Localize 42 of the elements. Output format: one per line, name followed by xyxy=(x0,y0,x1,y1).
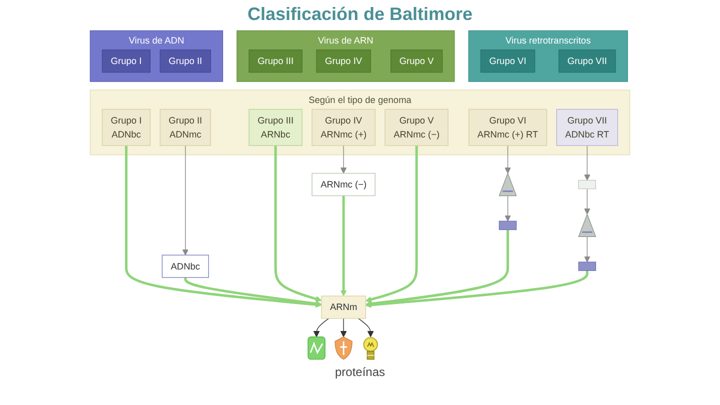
arrow xyxy=(313,318,330,338)
node-box: Grupo III xyxy=(248,50,302,73)
node-box: Grupo VI ARNmc (+) RT xyxy=(468,108,548,146)
node-bar xyxy=(578,262,596,271)
node-picture xyxy=(498,172,517,196)
node-picture xyxy=(334,336,352,360)
node-box: Grupo V ARNmc (−) xyxy=(384,108,448,146)
caption-text: proteínas xyxy=(334,365,386,379)
arrow xyxy=(584,188,590,214)
node-box: Grupo IV xyxy=(316,50,371,73)
arrow xyxy=(358,318,374,338)
node-box: Grupo IV ARNmc (+) xyxy=(312,108,376,146)
arrow xyxy=(124,146,322,308)
node-box: Grupo I ADNbc xyxy=(102,108,151,146)
arrow xyxy=(365,230,510,307)
node-box: ARNmc (−) xyxy=(312,172,376,196)
arrow xyxy=(340,196,347,296)
node-box: ADNbc xyxy=(162,254,209,278)
arrow xyxy=(584,236,590,262)
node-box: Grupo II xyxy=(160,50,211,73)
arrow xyxy=(182,145,189,256)
diagram-title: Clasificación de Baltimore xyxy=(247,4,473,25)
node-box: Grupo III ARNbc xyxy=(248,108,302,146)
node-bar xyxy=(498,220,517,230)
arrow xyxy=(365,270,588,308)
arrow xyxy=(340,145,347,174)
node-bar xyxy=(578,180,596,190)
node-box: Grupo VII xyxy=(558,50,616,73)
arrow xyxy=(504,145,511,174)
arrow xyxy=(274,146,322,302)
node-box: Grupo II ADNmc xyxy=(160,108,211,146)
arrow xyxy=(340,318,347,338)
arrow xyxy=(584,145,590,181)
node-picture xyxy=(578,213,596,237)
node-box: Grupo I xyxy=(102,50,151,73)
arrow xyxy=(184,278,322,307)
node-box: ARNm xyxy=(321,296,366,319)
node-box: Grupo V xyxy=(390,50,443,73)
node-box: Grupo VI xyxy=(480,50,536,73)
arrow xyxy=(365,146,418,302)
node-box: Grupo VII ADNbc RT xyxy=(556,108,618,146)
arrow xyxy=(504,195,511,222)
